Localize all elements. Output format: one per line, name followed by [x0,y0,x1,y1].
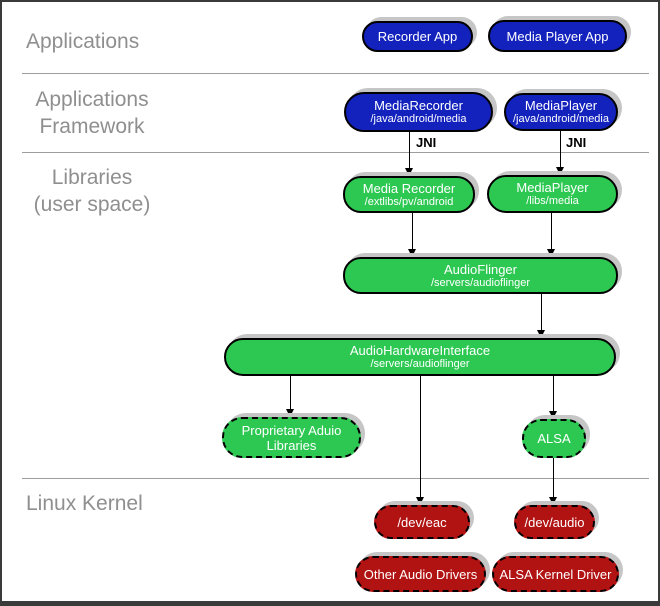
node-dev-audio: /dev/audio [514,505,595,539]
node-audioflinger-title: AudioFlinger [444,261,517,277]
node-other-audio-drivers: Other Audio Drivers [355,556,486,592]
node-mediaplayer-framework-title: MediaPlayer [524,98,598,113]
node-dev-eac: /dev/eac [374,505,470,539]
node-audiohardwareinterface: AudioHardwareInterface /servers/audiofli… [224,338,616,376]
node-mediaplayer-lib-title: MediaPlayer [516,180,589,195]
connector-ahi-proprietary [290,376,291,410]
node-proprietary-audio-libraries: Proprietary Aduio Libraries [222,417,361,458]
node-recorder-app: Recorder App [362,21,473,52]
node-proprietary-audio-libraries-title: Proprietary Aduio Libraries [241,422,342,453]
node-other-audio-drivers-title: Other Audio Drivers [363,566,478,582]
layer-label-applications: Applications [26,30,140,53]
connector-mediaplayer-jni [560,131,561,169]
jni-label-right: JNI [566,135,587,150]
arrowhead-audioflinger-ahi [537,330,545,338]
connector-ahi-dev-eac [420,376,421,498]
node-mediarecorder-framework-title: MediaRecorder [374,98,463,113]
node-dev-audio-title: /dev/audio [524,514,585,530]
node-audioflinger: AudioFlinger /servers/audioflinger [343,257,618,294]
node-recorder-app-title: Recorder App [377,29,458,44]
node-media-recorder-lib: Media Recorder /extlibs/pv/android [343,176,475,213]
divider-libraries-kernel [22,478,649,479]
connector-mediaplayer-audioflinger [551,213,552,250]
layer-label-applications-framework: Applications Framework [35,88,149,138]
arrowhead-alsa-dev-audio [549,497,557,505]
connector-mediarecorder-jni [409,132,410,169]
layer-label-linux-kernel: Linux Kernel [26,492,143,515]
arrowhead-mediaplayer-jni [556,167,564,175]
node-alsa: ALSA [522,419,586,458]
arrowhead-ahi-alsa [549,411,557,419]
node-media-recorder-lib-path: /extlibs/pv/android [364,195,454,208]
arrowhead-ahi-dev-eac [416,497,424,505]
connector-mediarecorder-audioflinger [412,213,413,250]
node-dev-eac-title: /dev/eac [397,514,447,530]
layer-label-libraries-user-space: Libraries (user space) [33,166,151,216]
connector-ahi-alsa [553,376,554,413]
jni-label-left: JNI [416,135,437,150]
node-media-recorder-lib-title: Media Recorder [362,180,456,196]
node-audiohardwareinterface-title: AudioHardwareInterface [349,343,491,358]
node-mediarecorder-framework-path: /java/android/media [370,113,467,125]
node-mediaplayer-lib: MediaPlayer /libs/media [487,175,618,213]
arrowhead-mediarecorder-jni [405,168,413,176]
divider-applications-framework [22,73,649,74]
node-media-player-app: Media Player App [488,20,627,52]
node-mediaplayer-framework: MediaPlayer /java/android/media [504,93,618,131]
node-alsa-title: ALSA [537,431,571,446]
node-audiohardwareinterface-path: /servers/audioflinger [370,358,470,370]
node-mediaplayer-lib-path: /libs/media [526,195,579,207]
arrowhead-mediaplayer-audioflinger [547,249,555,257]
node-mediarecorder-framework: MediaRecorder /java/android/media [344,92,493,132]
arrowhead-mediarecorder-audioflinger [408,249,416,257]
connector-audioflinger-ahi [541,294,542,331]
divider-framework-libraries [22,152,649,153]
connector-alsa-dev-audio [553,458,554,498]
node-mediaplayer-framework-path: /java/android/media [512,113,609,125]
node-alsa-kernel-driver: ALSA Kernel Driver [492,556,619,592]
node-audioflinger-path: /servers/audioflinger [430,276,531,289]
node-alsa-kernel-driver-title: ALSA Kernel Driver [499,566,612,582]
node-media-player-app-title: Media Player App [506,28,609,44]
arrowhead-ahi-proprietary [286,409,294,417]
